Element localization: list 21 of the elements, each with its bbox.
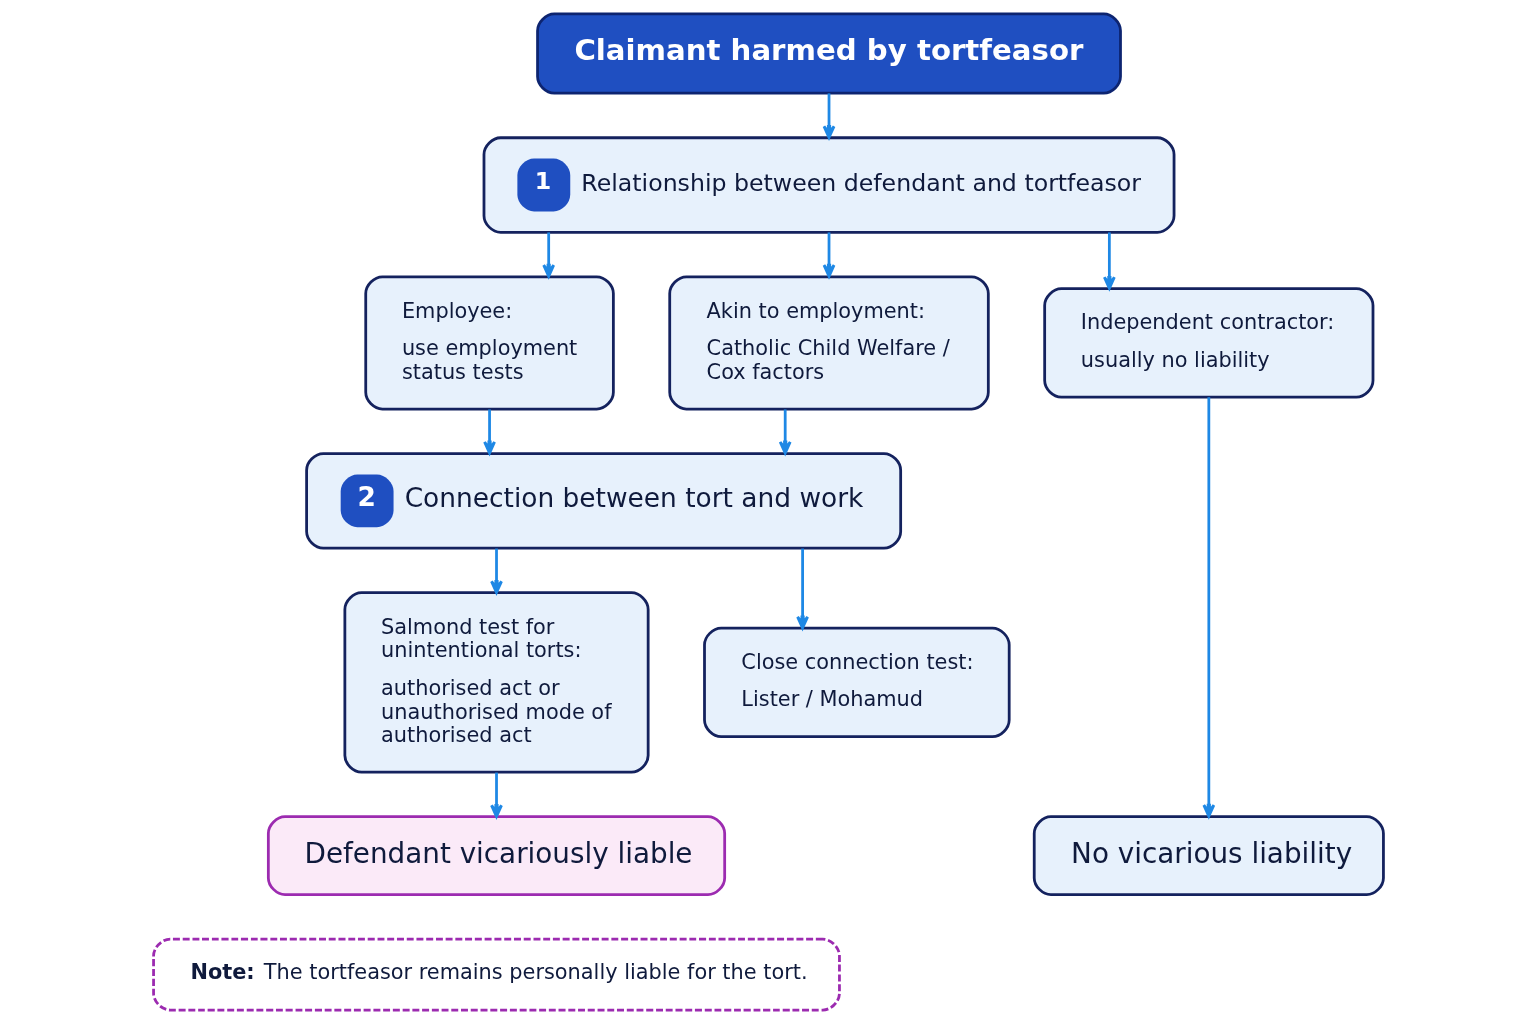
arrow xyxy=(482,409,496,455)
node-box: Close connection test: Lister / Mohamud xyxy=(702,626,1011,739)
arrow xyxy=(778,409,792,455)
node-box: No vicarious liability xyxy=(1032,815,1385,896)
arrow xyxy=(795,548,809,630)
node-box: Akin to employment: Catholic Child Welfare / Cox factors xyxy=(667,275,990,411)
arrow xyxy=(822,93,835,139)
arrow xyxy=(822,232,835,278)
node-box: Defendant vicariously liable xyxy=(266,815,726,896)
node-box: Note: The tortfeasor remains personally liable for the tort. xyxy=(151,937,841,1012)
node-box: Employee: use employment status tests xyxy=(363,275,615,411)
arrow xyxy=(1102,232,1116,290)
arrow xyxy=(541,232,555,278)
node-box: Salmond test for unintentional torts: authorised act or unauthorised mode of authorised act xyxy=(342,591,650,774)
node-box: 1 Relationship between defendant and tortfeasor xyxy=(482,136,1175,234)
arrow xyxy=(1201,397,1215,818)
arrow xyxy=(489,548,503,594)
node-box: Claimant harmed by tortfeasor xyxy=(535,12,1122,95)
arrow xyxy=(489,772,503,818)
node-box: Independent contractor: usually no liability xyxy=(1042,287,1374,399)
node-box: 2 Connection between tort and work xyxy=(304,452,902,550)
